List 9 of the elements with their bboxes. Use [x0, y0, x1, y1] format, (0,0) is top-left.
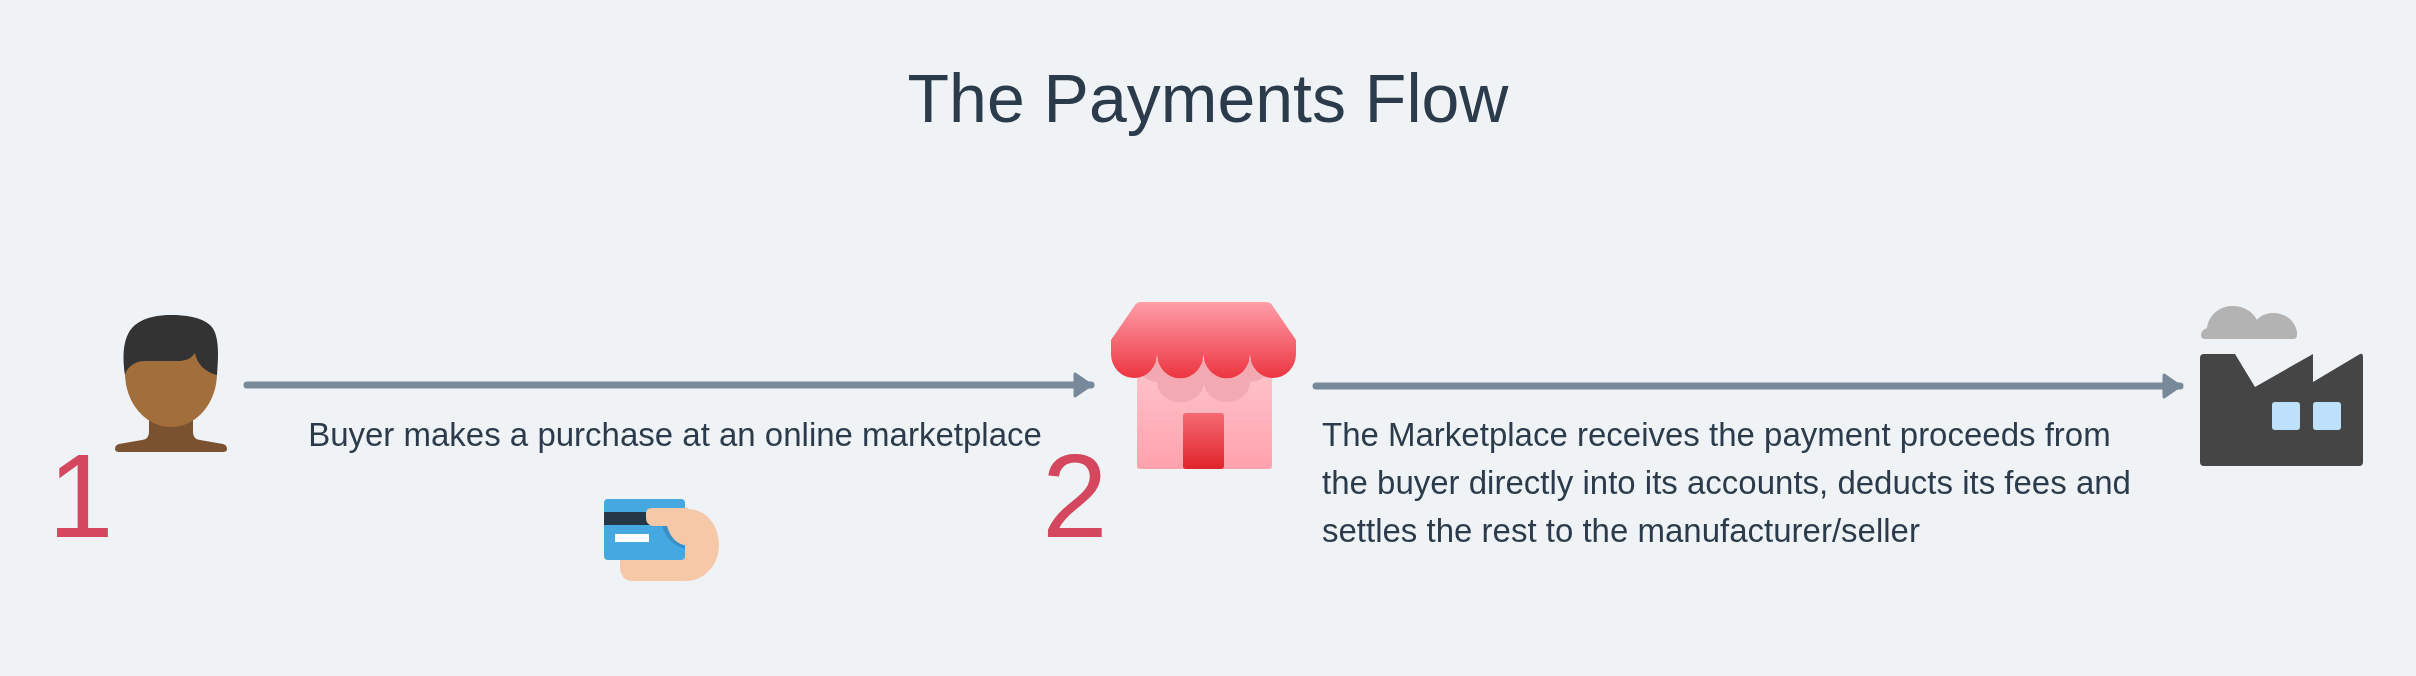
person-icon: [115, 315, 227, 452]
step-number: 1: [48, 452, 114, 541]
step-number: 2: [1042, 452, 1108, 541]
storefront-icon: [1111, 302, 1296, 469]
edge-label: Buyer makes a purchase at an online marketplace: [307, 415, 1043, 455]
arrow: [243, 372, 1095, 398]
arrow: [1312, 373, 2184, 399]
factory-icon: [2200, 306, 2363, 466]
edge-label: The Marketplace receives the payment proceeds from the buyer directly into its accounts, deducts its fees and settles the rest to the manufacturer/seller: [1322, 415, 2132, 551]
